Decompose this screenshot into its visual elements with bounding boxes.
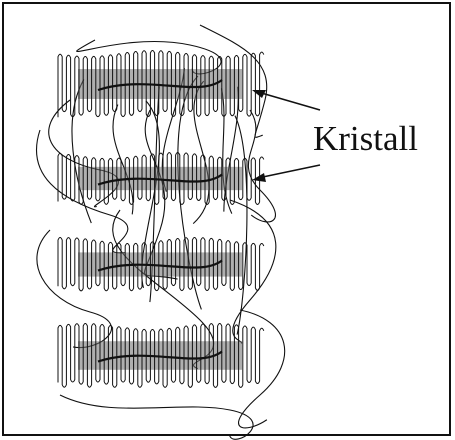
amorphous-chain (77, 40, 221, 74)
lamella-1 (58, 51, 264, 118)
crystal-lamellae (58, 51, 264, 388)
amorphous-chain (239, 310, 285, 428)
connecting-chain (235, 116, 247, 335)
amorphous-chain (60, 395, 253, 439)
arrow-to-upper-lamella (258, 92, 320, 110)
amorphous-chain (36, 130, 127, 253)
lamella-2 (58, 153, 264, 205)
arrow-to-second-lamella (258, 165, 320, 178)
arrowhead-second (252, 173, 266, 182)
kristall-label: Kristall (313, 119, 418, 159)
lamella-3 (58, 238, 264, 291)
amorphous-chain (248, 110, 275, 222)
arrowhead-upper (252, 90, 266, 98)
label-arrows (252, 90, 320, 182)
